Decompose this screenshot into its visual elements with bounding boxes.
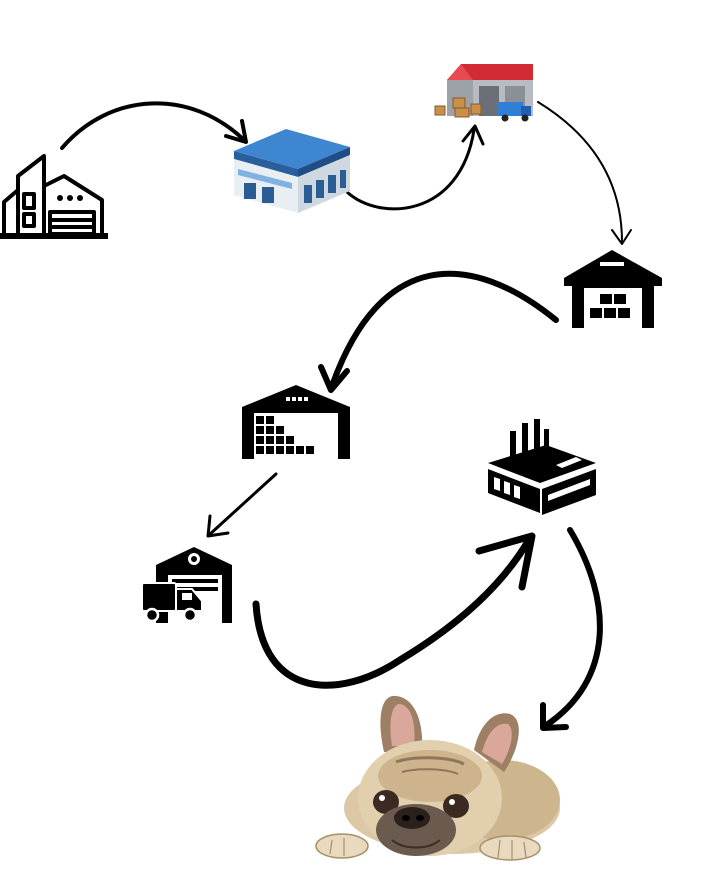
office-building-icon (0, 154, 108, 239)
french-bulldog-image (315, 695, 560, 861)
arrow-office-to-blue-warehouse (60, 101, 248, 150)
arrow-truck-depot-to-factory (252, 532, 536, 689)
arrow-shelving-to-truck-depot (206, 472, 278, 538)
truck-depot-icon (141, 547, 232, 623)
shelving-warehouse-icon (242, 385, 350, 459)
blue-warehouse-icon (234, 129, 350, 213)
arrow-blue-warehouse-to-distribution (345, 124, 485, 211)
arrow-factory-to-dog (540, 527, 603, 731)
distribution-center-icon (434, 64, 533, 122)
arrow-storage-to-shelving (318, 270, 559, 393)
storage-warehouse-icon (564, 250, 662, 328)
factory-icon (488, 419, 596, 515)
arrow-distribution-to-storage (537, 101, 632, 245)
